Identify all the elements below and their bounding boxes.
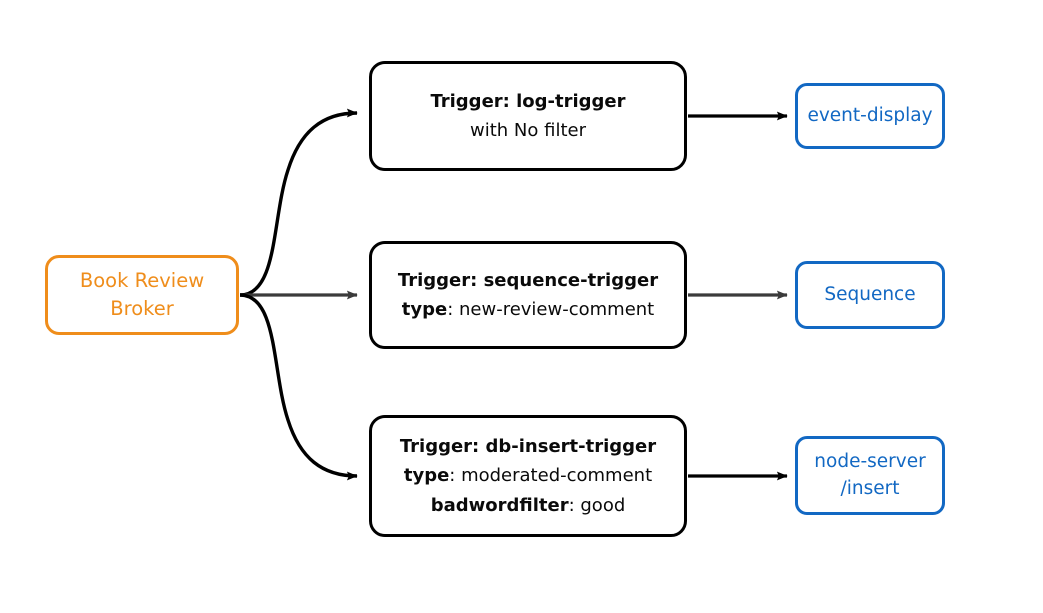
- edge-broker-to-log-trigger: [239, 108, 358, 297]
- trigger-log-trigger-line-1-bold: Trigger: log-trigger: [430, 90, 626, 112]
- node-trigger-db-insert-trigger[interactable]: Trigger: db-insert-trigger type: moderat…: [369, 415, 687, 537]
- node-book-review-broker[interactable]: Book Review Broker: [45, 255, 239, 335]
- sink-event-display-label: event-display: [807, 104, 933, 126]
- trigger-sequence-trigger-line-1-bold: Trigger: sequence-trigger: [397, 269, 659, 291]
- trigger-log-trigger-line-1: Trigger: log-trigger: [430, 87, 625, 116]
- trigger-db-insert-trigger-line-1-bold: Trigger: db-insert-trigger: [399, 436, 657, 458]
- node-sink-node-server-insert[interactable]: node-server /insert: [795, 436, 945, 515]
- node-sink-sequence[interactable]: Sequence: [795, 261, 945, 329]
- sink-node-server-label-line-2: /insert: [840, 477, 900, 499]
- trigger-log-trigger-line-2-rest: with No filter: [470, 120, 586, 141]
- broker-label-line-1: Book Review: [79, 268, 205, 292]
- trigger-sequence-trigger-line-2-rest: : new-review-comment: [447, 299, 655, 320]
- edge-broker-to-db-insert-trigger: [239, 293, 358, 481]
- trigger-db-insert-trigger-line-2-bold: type: [403, 465, 450, 487]
- node-sink-event-display[interactable]: event-display: [795, 83, 945, 149]
- trigger-sequence-trigger-line-2: type: new-review-comment: [402, 295, 654, 324]
- trigger-sequence-trigger-line-2-bold: type: [401, 299, 448, 320]
- trigger-db-insert-trigger-line-1: Trigger: db-insert-trigger: [400, 432, 656, 461]
- trigger-db-insert-trigger-line-2: type: moderated-comment: [404, 461, 652, 490]
- broker-label-line-2: Broker: [110, 297, 174, 320]
- trigger-db-insert-trigger-line-3: badwordfilter: good: [431, 491, 626, 520]
- trigger-db-insert-trigger-line-2-rest: : moderated-comment: [449, 465, 653, 487]
- trigger-sequence-trigger-line-1: Trigger: sequence-trigger: [398, 266, 658, 295]
- sink-sequence-label: Sequence: [824, 283, 916, 305]
- sink-node-server-label-line-1: node-server: [814, 450, 926, 472]
- trigger-log-trigger-line-2: with No filter: [470, 116, 586, 145]
- node-trigger-sequence-trigger[interactable]: Trigger: sequence-trigger type: new-revi…: [369, 241, 687, 349]
- trigger-db-insert-trigger-line-3-bold: badwordfilter: [430, 494, 569, 516]
- trigger-db-insert-trigger-line-3-rest: : good: [568, 494, 626, 516]
- node-trigger-log-trigger[interactable]: Trigger: log-trigger with No filter: [369, 61, 687, 171]
